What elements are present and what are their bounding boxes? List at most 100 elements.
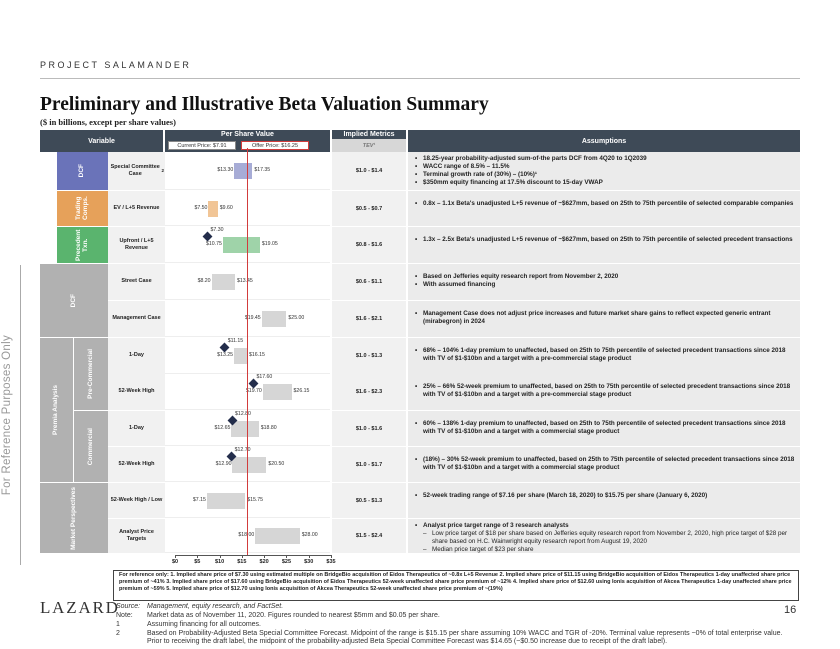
assumption-bullet: 1.3x – 2.5x Beta's unadjusted L+5 revenu… [414, 236, 796, 244]
variable-footnote-marker: 2 [161, 168, 164, 174]
bar-low-label: $7.50 [194, 204, 208, 211]
axis-tick-label: $20 [259, 559, 269, 565]
reference-note-box: For reference only: 1. Implied share pri… [113, 570, 799, 601]
header-implied: Implied Metrics [332, 130, 406, 139]
header-per-share: Per Share Value [165, 130, 330, 139]
note-text: Market data as of November 11, 2020. Fig… [147, 612, 440, 619]
variable-label: 52-Week High / Low [109, 483, 164, 518]
assumption-text: 0.8x – 1.1x Beta's unadjusted L+5 revenu… [414, 200, 796, 208]
axis-tick-mark [219, 555, 221, 558]
variable-label: 52-Week High [109, 447, 164, 482]
assumption-text: 60% – 138% 1-day premium to unaffected, … [414, 420, 796, 436]
variable-label: Street Case [109, 264, 164, 300]
variable-label: Management Case [109, 301, 164, 337]
category-dcf-reference: DCF [40, 264, 108, 337]
tev-metric: $1.0 - $1.6 [332, 411, 406, 446]
axis-tick-label: $25 [281, 559, 292, 565]
assumption-bullet: Management Case does not adjust price in… [414, 310, 796, 326]
axis-tick-mark [264, 555, 266, 558]
tev-metric: $0.5 - $1.3 [332, 483, 406, 518]
valuation-bar [261, 311, 287, 327]
tev-metric: $0.8 - $1.6 [332, 227, 406, 263]
bar-high-label: $15.75 [247, 496, 264, 503]
variable-label: 1-Day [109, 411, 164, 446]
current-price-tag: Current Price: $7.91 [168, 141, 236, 150]
bar-low-label: $10.75 [206, 241, 222, 247]
bar-high-label: $26.15 [293, 388, 310, 394]
category-premia: Premia Analysis [40, 338, 73, 482]
tev-metric: $0.5 - $0.7 [332, 191, 406, 226]
assumption-cell-bg [408, 483, 800, 518]
variable-label: EV / L+5 Revenue [109, 191, 164, 226]
assumption-bullet: 68% – 104% 1-day premium to unaffected, … [414, 347, 796, 363]
assumption-bullet: (18%) – 30% 52-week premium to unaffecte… [414, 456, 796, 472]
variable-text: EV / L+5 Revenue [113, 204, 160, 211]
category-precommercial: Pre-Commercial [74, 338, 108, 410]
variable-label: 1-Day [109, 338, 164, 374]
assumption-text: 25% – 66% 52-week premium to unaffected,… [414, 383, 796, 399]
bar-low-label: $12.65 [214, 424, 231, 431]
variable-text: Special Committee Case [110, 163, 160, 177]
assumption-sub-bullet: Low price target of $18 per share based … [414, 530, 796, 546]
valuation-bar [232, 456, 267, 473]
assumption-bullet: 60% – 138% 1-day premium to unaffected, … [414, 420, 796, 436]
axis-tick-mark [308, 555, 310, 558]
variable-text: Upfront / L+5 Revenue [119, 237, 154, 251]
category-commercial: Commercial [74, 411, 108, 482]
variable-cell-bg [108, 338, 165, 374]
note-label: Note: [116, 612, 133, 619]
assumption-bullet: Based on Jefferies equity research repor… [414, 273, 796, 281]
footnote-2-label: 2 [116, 630, 120, 637]
assumption-bullet: Analyst price target range of 3 research… [414, 522, 796, 530]
bar-low-label: $18.00 [238, 532, 255, 538]
reference-bracket [20, 265, 21, 565]
assumption-text: Management Case does not adjust price in… [414, 310, 796, 326]
page-subtitle: ($ in billions, except per share values) [40, 117, 176, 127]
tev-metric: $1.0 - $1.4 [332, 152, 406, 190]
variable-cell-bg [108, 191, 165, 226]
assumption-bullet: 52-week trading range of $7.16 per share… [414, 492, 796, 500]
tev-metric: $1.5 - $2.4 [332, 519, 406, 553]
axis-tick-label: $5 [194, 559, 201, 565]
valuation-bar [222, 237, 260, 253]
assumption-sub-bullet: Median price target of $23 per share [414, 546, 796, 554]
divider [40, 78, 800, 79]
tev-metric: $0.6 - $1.1 [332, 264, 406, 300]
variable-text: Analyst Price Targets [119, 528, 154, 542]
axis-tick-mark [241, 555, 243, 558]
assumption-cell-bg [408, 227, 800, 263]
x-axis [175, 555, 331, 556]
header-assumptions: Assumptions [408, 130, 800, 152]
valuation-bar [234, 163, 253, 179]
tev-metric: $1.0 - $1.7 [332, 447, 406, 482]
bar-low-label: $7.15 [192, 496, 206, 503]
variable-cell-bg [108, 152, 165, 190]
assumption-text: Based on Jefferies equity research repor… [414, 273, 796, 289]
offer-price-tag: Offer Price: $16.25 [241, 141, 309, 150]
variable-cell-bg [108, 411, 165, 446]
tev-metric: $1.6 - $2.1 [332, 301, 406, 337]
source-text: Management, equity research, and FactSet… [147, 603, 284, 610]
assumption-text: 68% – 104% 1-day premium to unaffected, … [414, 347, 796, 363]
footnote-2: Based on Probability-Adjusted Beta Speci… [147, 630, 783, 645]
assumption-bullet: 0.8x – 1.1x Beta's unadjusted L+5 revenu… [414, 200, 796, 208]
assumption-text: (18%) – 30% 52-week premium to unaffecte… [414, 456, 796, 472]
variable-text: 52-Week High / Low [110, 496, 163, 503]
category-dcf: DCF [57, 152, 108, 190]
assumption-bullet: $350mm equity financing at 17.5% discoun… [414, 179, 796, 187]
variable-cell-bg [108, 374, 165, 410]
valuation-bar [206, 492, 246, 509]
axis-tick-label: $10 [214, 559, 225, 565]
marker-label: $17.60 [256, 374, 273, 380]
bar-low-label: $13.25 [217, 352, 234, 358]
axis-tick-mark [330, 555, 332, 558]
bar-low-label: $12.90 [215, 460, 232, 467]
marker-label: $12.70 [234, 446, 251, 453]
marker-label: $7.30 [210, 227, 224, 233]
valuation-bar [255, 528, 300, 544]
variable-cell-bg [108, 519, 165, 553]
bar-low-label: $13.30 [217, 167, 234, 173]
marker-label: $11.15 [227, 338, 244, 344]
axis-tick-mark [286, 555, 288, 558]
